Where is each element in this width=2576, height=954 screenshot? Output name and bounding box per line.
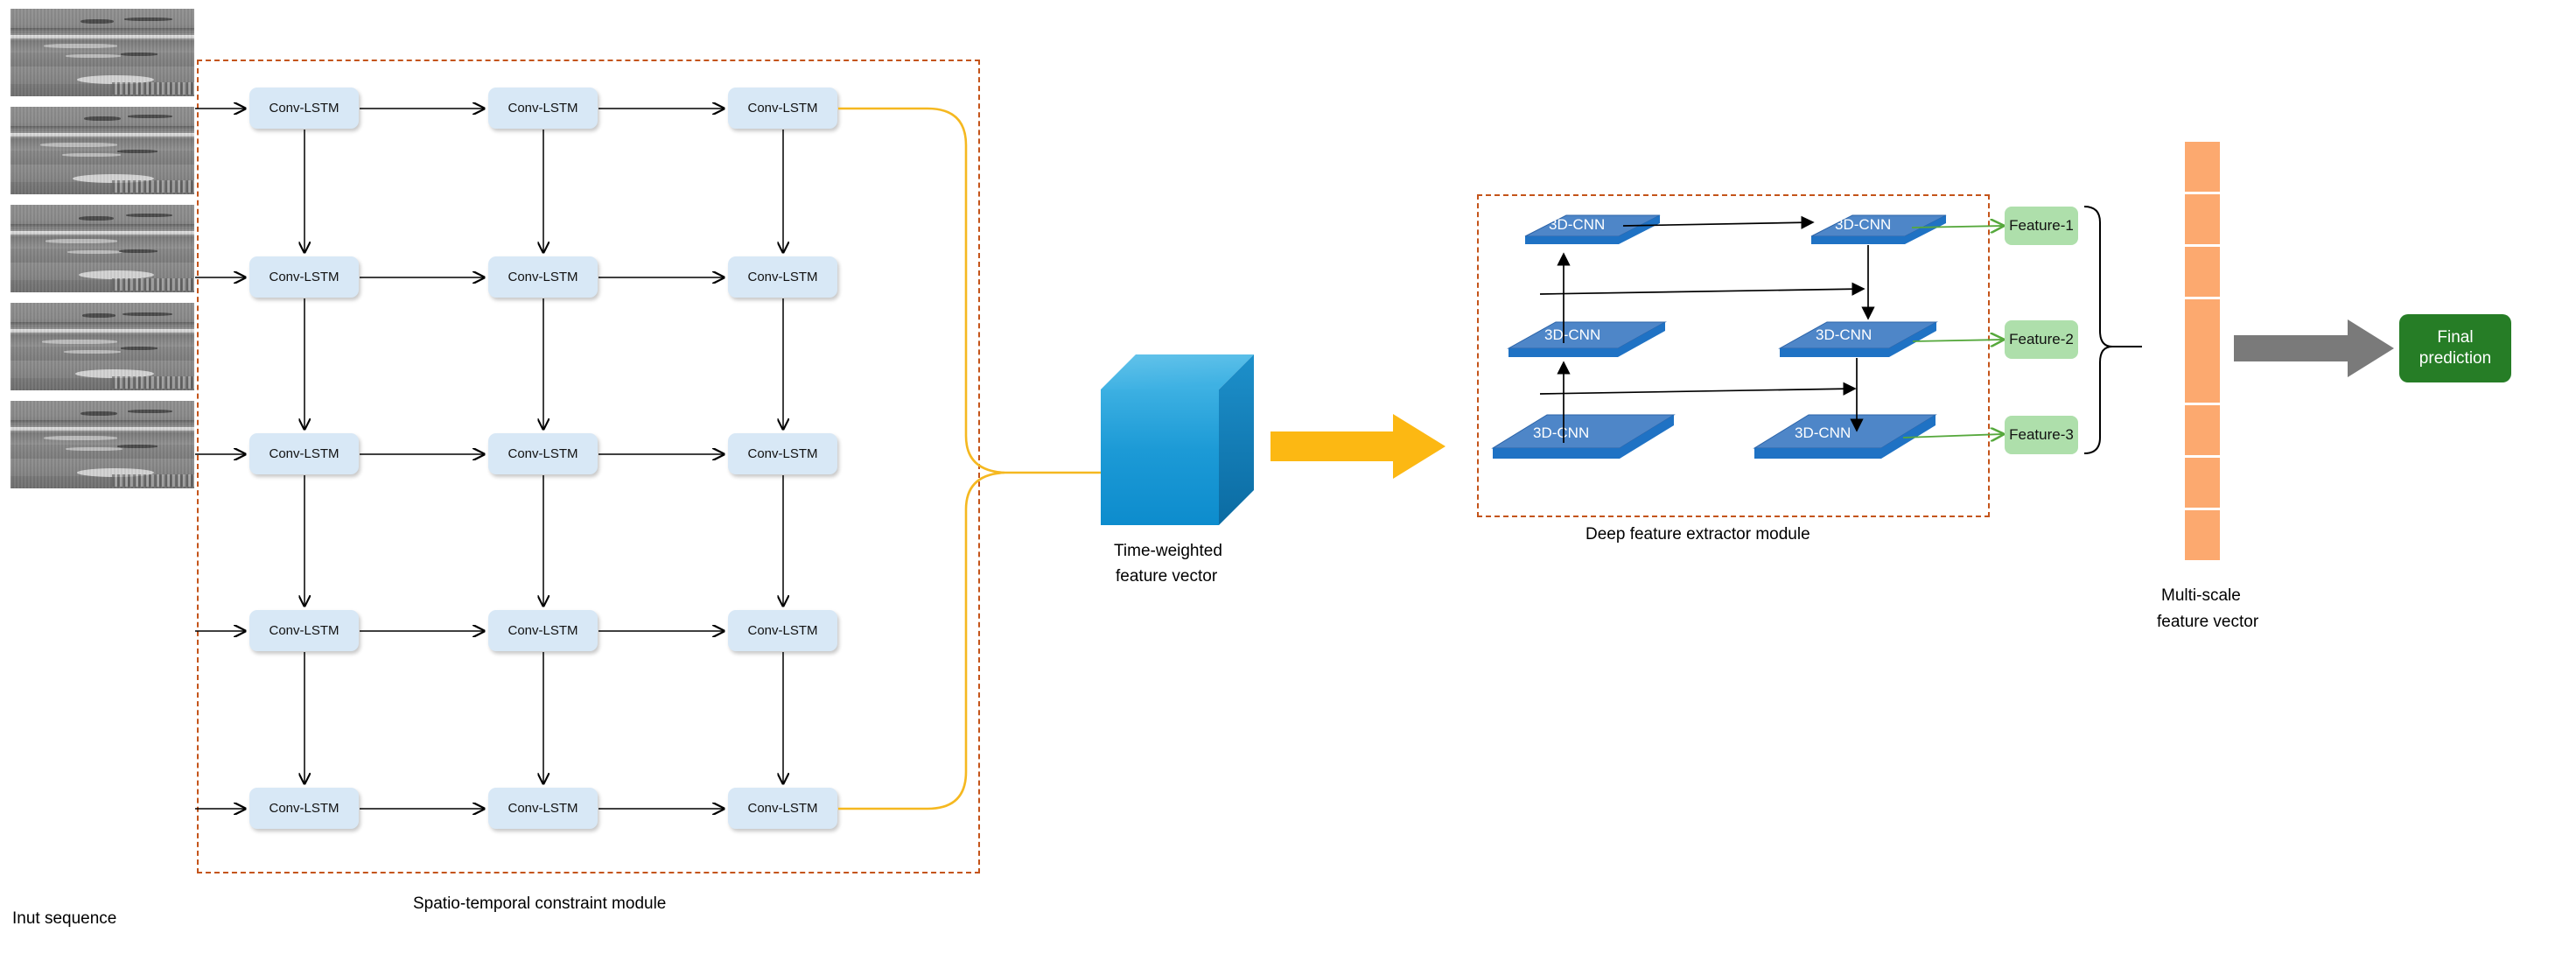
cube-caption-line1: Time-weighted bbox=[1114, 542, 1222, 560]
conv-lstm-label: Conv-LSTM bbox=[269, 101, 340, 116]
gray-flow-arrow bbox=[2234, 319, 2394, 377]
final-prediction-line2: prediction bbox=[2418, 349, 2492, 368]
conv-lstm-cell[interactable]: Conv-LSTM bbox=[728, 610, 837, 651]
cube-caption-line2: feature vector bbox=[1116, 567, 1218, 586]
yellow-flow-arrow bbox=[1270, 414, 1446, 479]
conv-lstm-label: Conv-LSTM bbox=[747, 101, 818, 116]
spatio-temporal-module-caption: Spatio-temporal constraint module bbox=[413, 894, 667, 913]
input-frame bbox=[10, 107, 194, 194]
conv-lstm-cell[interactable]: Conv-LSTM bbox=[488, 433, 598, 474]
multi-scale-vector-segment bbox=[2185, 510, 2220, 560]
conv-lstm-cell[interactable]: Conv-LSTM bbox=[249, 88, 359, 129]
multi-scale-caption-line2: feature vector bbox=[2157, 613, 2259, 631]
conv-lstm-label: Conv-LSTM bbox=[269, 623, 340, 638]
conv-lstm-label: Conv-LSTM bbox=[747, 623, 818, 638]
conv-lstm-cell[interactable]: Conv-LSTM bbox=[728, 433, 837, 474]
conv-lstm-cell[interactable]: Conv-LSTM bbox=[728, 788, 837, 829]
conv-lstm-label: Conv-LSTM bbox=[508, 623, 578, 638]
feature-label: Feature-1 bbox=[2009, 217, 2074, 234]
conv-lstm-cell[interactable]: Conv-LSTM bbox=[728, 256, 837, 298]
conv-lstm-cell[interactable]: Conv-LSTM bbox=[249, 256, 359, 298]
conv-lstm-cell[interactable]: Conv-LSTM bbox=[488, 610, 598, 651]
conv-lstm-cell[interactable]: Conv-LSTM bbox=[488, 88, 598, 129]
input-frame bbox=[10, 401, 194, 488]
feature-box-3[interactable]: Feature-3 bbox=[2005, 416, 2078, 454]
input-frame bbox=[10, 9, 194, 96]
feature-box-1[interactable]: Feature-1 bbox=[2005, 207, 2078, 245]
conv-lstm-cell[interactable]: Conv-LSTM bbox=[488, 788, 598, 829]
conv-lstm-label: Conv-LSTM bbox=[269, 446, 340, 461]
conv-lstm-cell[interactable]: Conv-LSTM bbox=[249, 433, 359, 474]
multi-scale-vector-segment bbox=[2185, 405, 2220, 455]
feature-label: Feature-3 bbox=[2009, 426, 2074, 443]
final-prediction-box[interactable]: Final prediction bbox=[2399, 314, 2511, 382]
conv-lstm-label: Conv-LSTM bbox=[747, 446, 818, 461]
conv-lstm-label: Conv-LSTM bbox=[508, 446, 578, 461]
conv-lstm-cell[interactable]: Conv-LSTM bbox=[488, 256, 598, 298]
conv-lstm-cell[interactable]: Conv-LSTM bbox=[249, 788, 359, 829]
deep-feature-module-border bbox=[1477, 194, 1990, 517]
conv-lstm-label: Conv-LSTM bbox=[508, 270, 578, 284]
multi-scale-vector-segment bbox=[2185, 247, 2220, 297]
deep-feature-module-caption: Deep feature extractor module bbox=[1586, 525, 1810, 544]
time-weighted-feature-cube bbox=[1101, 354, 1254, 530]
feature-brace bbox=[2083, 206, 2142, 454]
feature-label: Feature-2 bbox=[2009, 331, 2074, 347]
final-prediction-line1: Final bbox=[2437, 328, 2474, 347]
multi-scale-vector-segment bbox=[2185, 458, 2220, 508]
input-frame bbox=[10, 303, 194, 390]
multi-scale-vector-segment bbox=[2185, 194, 2220, 244]
input-sequence-caption: Inut sequence bbox=[12, 909, 117, 928]
conv-lstm-cell[interactable]: Conv-LSTM bbox=[249, 610, 359, 651]
conv-lstm-label: Conv-LSTM bbox=[269, 801, 340, 816]
conv-lstm-label: Conv-LSTM bbox=[508, 101, 578, 116]
conv-lstm-cell[interactable]: Conv-LSTM bbox=[728, 88, 837, 129]
conv-lstm-label: Conv-LSTM bbox=[508, 801, 578, 816]
input-frame bbox=[10, 205, 194, 292]
conv-lstm-label: Conv-LSTM bbox=[747, 801, 818, 816]
multi-scale-vector-segment bbox=[2185, 142, 2220, 192]
conv-lstm-label: Conv-LSTM bbox=[747, 270, 818, 284]
multi-scale-caption-line1: Multi-scale bbox=[2161, 586, 2241, 605]
multi-scale-vector-segment bbox=[2185, 299, 2220, 403]
feature-box-2[interactable]: Feature-2 bbox=[2005, 320, 2078, 359]
conv-lstm-label: Conv-LSTM bbox=[269, 270, 340, 284]
